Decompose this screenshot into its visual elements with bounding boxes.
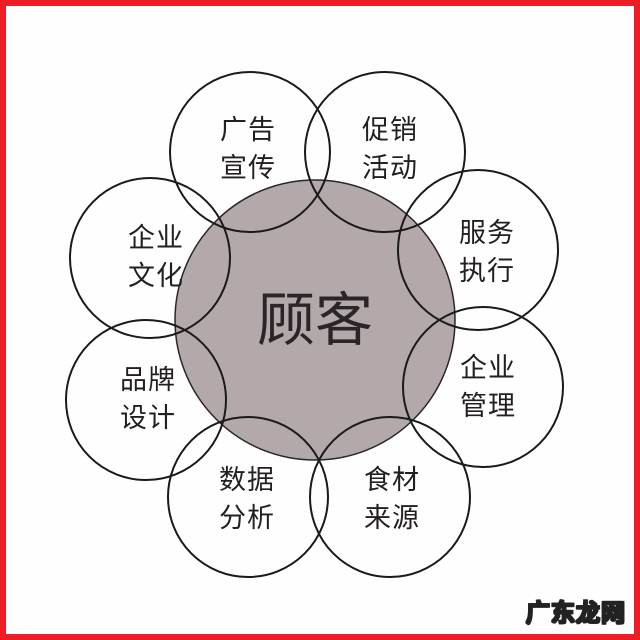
petal-label-ingredients: 食材 来源 xyxy=(332,462,452,538)
watermark: 广东龙网 xyxy=(525,598,626,628)
petal-label-brand-design: 品牌 设计 xyxy=(88,362,208,438)
petal-circle-culture xyxy=(69,177,231,339)
petal-label-line1: 促销 xyxy=(362,115,418,146)
petal-label-culture: 企业 文化 xyxy=(96,220,216,296)
petal-circle-advertising xyxy=(169,71,331,233)
petal-label-line1: 食材 xyxy=(364,465,420,496)
petal-circle-ingredients xyxy=(309,416,471,578)
petal-circle-brand-design xyxy=(65,319,227,481)
petal-circle-promotion xyxy=(304,71,466,233)
petal-label-management: 企业 管理 xyxy=(428,350,548,426)
petal-label-line2: 分析 xyxy=(219,503,275,534)
petal-label-promotion: 促销 活动 xyxy=(330,112,450,188)
center-label: 顾客 xyxy=(256,286,373,354)
petal-label-line2: 管理 xyxy=(460,391,516,422)
petal-label-line2: 来源 xyxy=(364,503,420,534)
petal-label-line1: 服务 xyxy=(459,218,515,249)
petal-label-data-analysis: 数据 分析 xyxy=(187,462,307,538)
petal-label-line2: 设计 xyxy=(120,403,176,434)
center-circle xyxy=(174,179,456,461)
petal-circle-management xyxy=(402,306,564,468)
petal-label-service: 服务 执行 xyxy=(427,215,547,291)
petal-label-line2: 活动 xyxy=(362,153,418,184)
petal-label-line1: 企业 xyxy=(128,223,184,254)
petal-label-line1: 企业 xyxy=(460,353,516,384)
petal-label-line1: 广告 xyxy=(220,115,276,146)
petal-label-line2: 宣传 xyxy=(220,153,276,184)
petal-label-line2: 执行 xyxy=(459,256,515,287)
petal-label-line2: 文化 xyxy=(128,261,184,292)
petal-label-line1: 数据 xyxy=(219,465,275,496)
petal-circle-data-analysis xyxy=(167,416,329,578)
petal-label-line1: 品牌 xyxy=(120,365,176,396)
petal-circle-service xyxy=(397,169,559,331)
petal-label-advertising: 广告 宣传 xyxy=(188,112,308,188)
